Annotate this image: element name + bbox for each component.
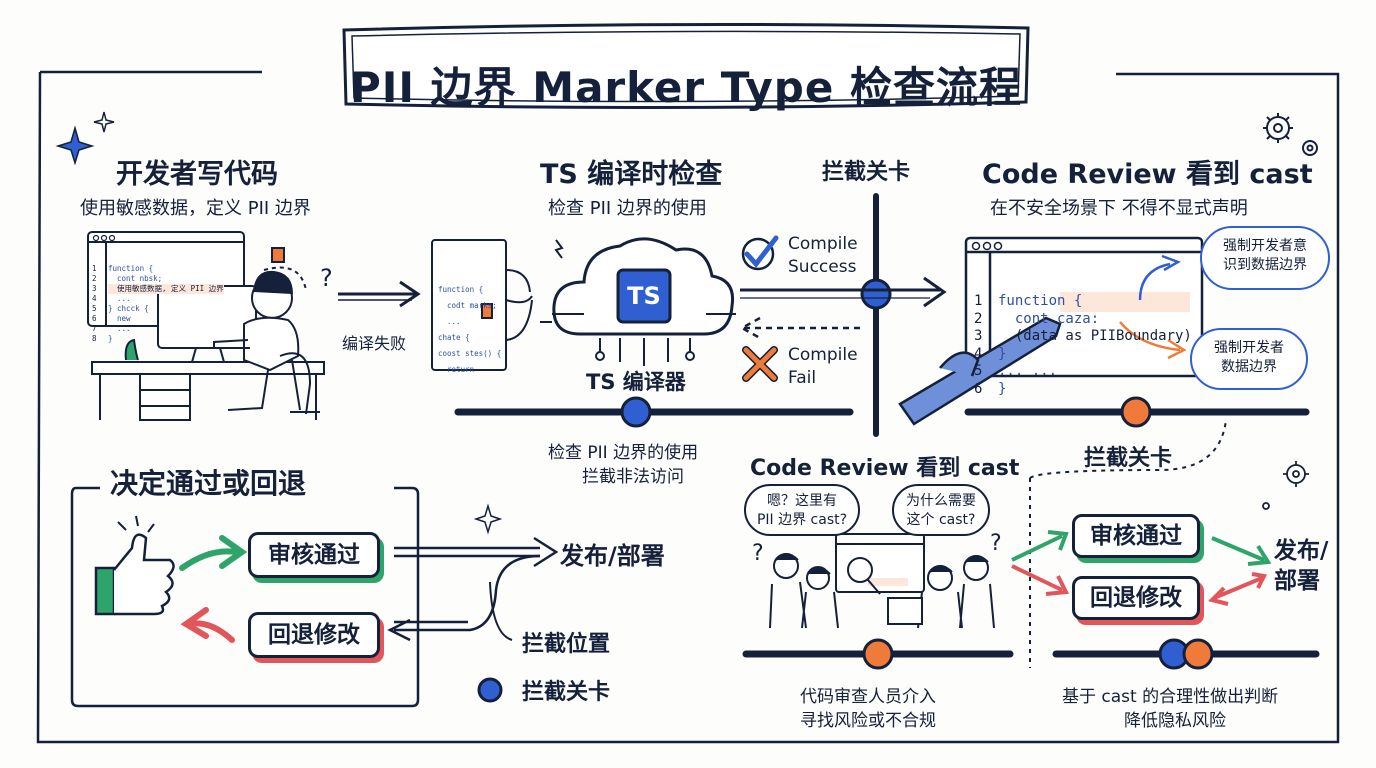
release-label: 发布/部署	[560, 542, 665, 570]
review-heading: Code Review 看到 cast	[982, 159, 1313, 190]
compile-fail-label: 编译失败	[342, 334, 407, 353]
thumbs-up-icon	[94, 515, 175, 616]
arrow-compile-success	[740, 276, 947, 308]
team-review-heading: Code Review 看到 cast	[750, 456, 1020, 481]
arrow-approve-green	[179, 535, 248, 571]
final-caption-line2: 降低隐私风险	[1124, 711, 1226, 731]
gate-top-label: 拦截关卡	[822, 160, 911, 185]
pen-icon	[898, 316, 1062, 426]
ts-subheading: 检查 PII 边界的使用	[548, 198, 707, 219]
final-approve-button[interactable]: 审核通过	[1072, 514, 1200, 558]
arrow-rollback-red	[180, 607, 235, 643]
dev-code-snippet: function { cont nbsk; 使用敏感数据, 定义 PII 边界 …	[108, 264, 224, 343]
sparkle-icon	[473, 503, 503, 535]
rollback-button[interactable]: 回退修改	[248, 612, 380, 658]
gear-icon	[1263, 113, 1318, 156]
check-icon	[741, 235, 779, 271]
review-gate-label: 拦截关卡	[1084, 446, 1173, 471]
team-caption-line2: 寻找风险或不合规	[800, 711, 936, 731]
title-banner: PII 边界 Marker Type 检查流程	[338, 20, 1034, 112]
svg-text:?: ?	[990, 531, 1002, 556]
gear-icon	[1262, 461, 1309, 510]
gate-checkpoint-top	[860, 278, 892, 310]
arrow-rollback-loop	[387, 554, 541, 642]
arrow-note-top	[1138, 254, 1181, 301]
final-rollback-button[interactable]: 回退修改	[1072, 576, 1200, 620]
page-title: PII 边界 Marker Type 检查流程	[350, 63, 1022, 112]
ts-compiler-label: TS 编译器	[586, 370, 686, 394]
ts-code-panel	[431, 239, 533, 371]
arrow-final-release	[1211, 536, 1272, 566]
decide-heading: 决定通过或回退	[110, 467, 307, 500]
ts-code-snippet: function { codt marks; ...chate {coost s…	[438, 285, 502, 374]
dev-subheading: 使用敏感数据，定义 PII 边界	[80, 198, 311, 219]
sparkle-icon	[93, 111, 115, 133]
svg-text:?: ?	[752, 541, 764, 566]
ts-badge-bg	[616, 268, 672, 324]
window-dots	[92, 234, 116, 242]
team-review-illustration	[769, 533, 995, 629]
review-subheading: 在不安全场景下 不得不显式声明	[990, 198, 1248, 219]
checkpoint-team	[862, 638, 894, 670]
developer-illustration	[87, 231, 325, 421]
checkpoint-review	[1120, 396, 1152, 428]
arrow-final-rollback	[1208, 572, 1267, 606]
outer-frame	[36, 70, 1340, 744]
ts-heading: TS 编译时检查	[540, 159, 723, 190]
arrow-dev-to-ts	[338, 280, 421, 308]
question-icon: ?	[320, 264, 333, 292]
team-caption-line1: 代码审查人员介入	[800, 687, 936, 707]
ts-bottom-line1: 检查 PII 边界的使用	[548, 443, 699, 463]
arrow-note-bottom	[1119, 321, 1187, 360]
intercept-position-label: 拦截位置	[522, 632, 611, 657]
note-bottom: 强制开发者数据边界	[1190, 328, 1308, 390]
review-code-snippet: function { cont caza: (data as PIIBounda…	[998, 293, 1192, 397]
approve-button[interactable]: 审核通过	[248, 532, 380, 578]
final-caption-line1: 基于 cast 的合理性做出判断	[1062, 687, 1279, 707]
gate-legend-dot	[477, 677, 503, 703]
gate-legend-label: 拦截关卡	[522, 680, 611, 705]
decide-box	[70, 486, 420, 708]
ts-badge: TS	[627, 282, 661, 310]
checkpoint-ts	[620, 396, 652, 428]
ts-bottom-line2: 拦截非法访问	[582, 467, 684, 487]
arrow-team-to-rollback	[1011, 564, 1070, 596]
bubble-right: 为什么需要这个 cast?	[892, 484, 990, 536]
dev-heading: 开发者写代码	[116, 159, 278, 190]
arrow-compile-fail	[739, 316, 860, 340]
checkpoint-final-orange	[1182, 638, 1214, 670]
sparkle-icon	[55, 125, 95, 166]
arrow-team-to-approve	[1011, 530, 1069, 562]
cross-icon	[742, 346, 778, 382]
note-top: 强制开发者意识到数据边界	[1200, 226, 1330, 290]
arrow-release	[394, 536, 559, 568]
window-dots	[971, 241, 1003, 251]
final-release-label: 发布/部署	[1274, 538, 1329, 594]
